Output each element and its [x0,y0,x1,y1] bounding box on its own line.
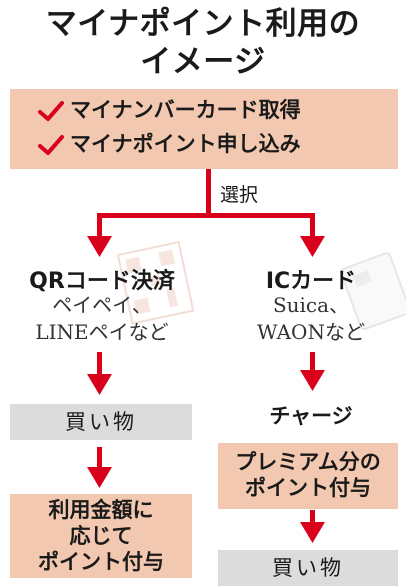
ic-card-watermark [340,252,406,331]
arrow-right-to-shop [300,522,325,543]
select-label: 選択 [220,184,259,206]
title-line-1: マイナポイント利用の [45,6,361,42]
premium-line-1: プレミアム分の [235,450,381,474]
qr-payment-title: QRコード決済 [29,269,175,294]
left-reward-box: 利用金額に 応じて ポイント付与 [10,494,192,578]
premium-line-2: ポイント付与 [245,476,371,500]
steps-box: マイナンバーカード取得 マイナポイント申し込み [10,89,398,169]
connector-left [97,213,102,239]
ic-card-examples-1: Suica、 [272,293,350,317]
right-premium-box: プレミアム分の ポイント付与 [218,443,398,509]
title-line-2: イメージ [140,44,266,80]
arrow-left-to-shop [87,374,112,395]
qr-watermark [116,240,195,325]
arrow-right-branch [300,236,325,257]
qr-payment-examples-1: ペイペイ、 [52,293,152,317]
charge-label: チャージ [269,404,353,428]
step-label-1: マイナンバーカード取得 [70,98,301,122]
right-shopping-box: 買い物 [218,550,398,586]
check-icon [38,135,64,155]
step-label-2: マイナポイント申し込み [70,132,301,156]
connector-horizontal [97,213,315,218]
arrow-left-to-reward [87,467,112,488]
qr-payment-examples-2: LINEペイなど [35,320,169,344]
connector-vertical [206,169,211,215]
ic-card-examples-2: WAONなど [257,320,365,344]
reward-line-3: ポイント付与 [38,550,164,574]
arrow-right-to-charge [300,370,325,391]
step-item-1: マイナンバーカード取得 [38,97,301,123]
reward-line-2: 応じて [69,524,133,548]
step-item-2: マイナポイント申し込み [38,131,301,157]
reward-line-1: 利用金額に [48,498,154,522]
arrow-left-branch [87,236,112,257]
check-icon [38,101,64,121]
left-shopping-box: 買い物 [10,404,192,440]
connector-right [310,213,315,239]
ic-card-title: ICカード [265,269,357,294]
